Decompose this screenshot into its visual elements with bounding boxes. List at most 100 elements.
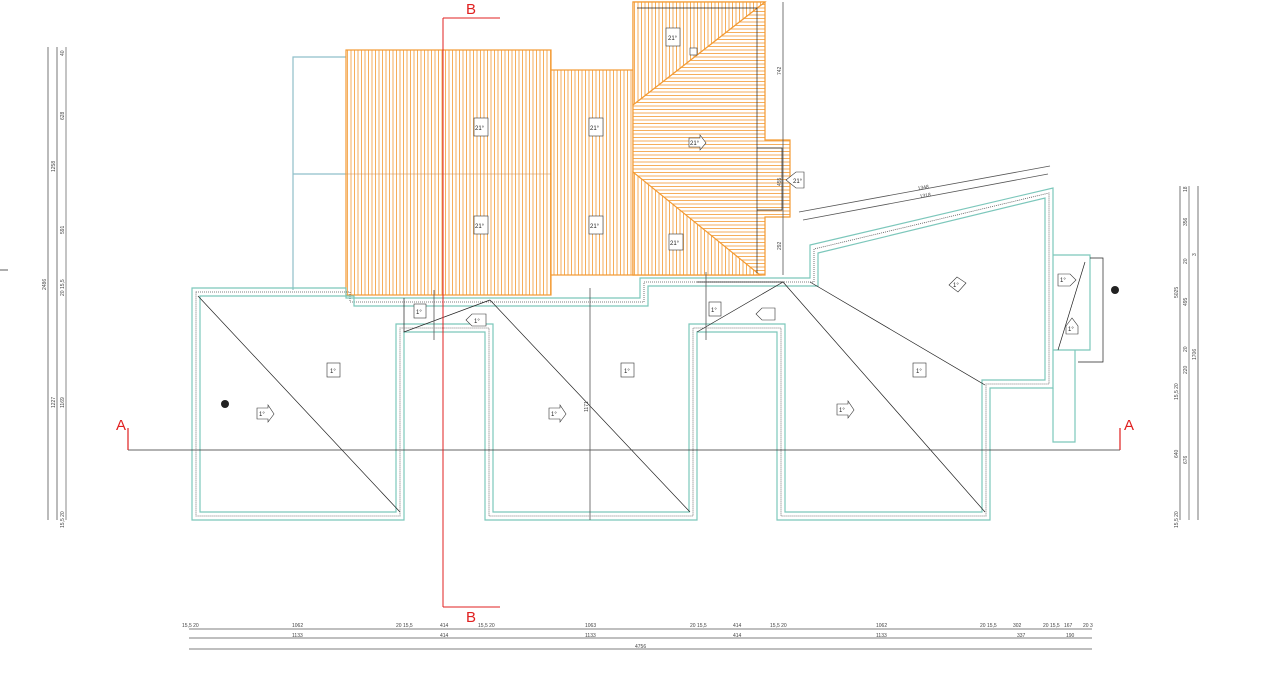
dim-label: 167 [1064,623,1073,629]
slope-label: 1° [1068,327,1074,333]
dim-label: 1133 [292,633,303,639]
section-b-label: B [466,1,476,18]
slope-arrow: 21° [588,215,604,235]
dim-label: 20 15,5 [690,623,707,629]
slope-label: 1° [953,283,959,289]
dim-label: 742 [777,66,783,75]
dim-label: 455 [777,177,783,186]
dim-label: 414 [733,623,742,629]
slope-arrow: 21° [665,27,681,47]
slope-arrow: 21° [785,171,805,189]
slope-arrow: 1° [912,362,927,378]
dim-label: 1348 [917,184,929,192]
slope-label: 1° [259,412,265,418]
dim-label: 15,5 20 [182,623,199,629]
section-b-label: B [466,609,476,626]
dim-label: 1169 [60,397,66,408]
dim-label: 1706 [1192,349,1198,360]
dim-label: 20 [1183,258,1189,264]
slope-arrow: 21° [688,134,707,151]
slope-label: 21° [690,141,700,147]
flat-roof-outline [191,187,1104,521]
slope-arrow: 21° [668,233,684,251]
dim-label: 1133 [876,633,887,639]
dim-label: 628 [60,111,66,120]
dim-label: 15,5 20 [1174,383,1180,400]
slope-arrow: 1° [413,303,427,319]
slope-label: 21° [670,241,680,247]
slope-arrow: 1° [256,404,275,423]
dim-label: 20 15,5 [980,623,997,629]
dim-label: 40 [60,50,66,56]
dim-label: 2486 [42,279,48,290]
slope-arrow: 1° [620,362,635,378]
slope-arrow: 1° [1057,273,1077,287]
dim-label: 1171 [584,401,590,412]
dim-label: 302 [1013,623,1022,629]
slope-label: 1° [416,310,422,316]
bottom-dimensions: 15,5 20 1062 20 15,5 414 15,5 20 1063 20… [182,623,1093,650]
plan-dimensions: 742 455 292 1348 1318 1171 [433,2,1051,520]
slope-label: 1° [839,408,845,414]
slope-label: 1° [916,369,922,375]
section-a-label: A [1124,417,1134,434]
slope-label: 1° [330,369,336,375]
dim-label: 15,5 20 [478,623,495,629]
slope-indicators: 21° 21° 21° 21° 21° 21° 21° 21° 1° 1° 1°… [221,27,1119,423]
dim-label: 414 [733,633,742,639]
dim-label: 337 [1017,633,1026,639]
dim-label: 495 [1183,297,1189,306]
slope-label: 21° [475,126,485,132]
annex-outline [292,56,346,290]
section-b: B B [442,1,500,626]
dim-label: 20 15,5 [1043,623,1060,629]
chimney [689,47,698,56]
dim-label: 1062 [292,623,303,629]
dim-label: 4756 [635,644,646,650]
dim-label: 1063 [585,623,596,629]
dim-label: 414 [440,633,449,639]
slope-arrow: 1° [326,362,341,378]
dim-label: 20 3 [1083,623,1093,629]
dim-label: 5025 [1174,287,1180,298]
slope-arrow: 21° [588,117,604,137]
dim-label: 356 [1183,217,1189,226]
slope-label: 21° [668,36,678,42]
section-a: A A [116,417,1134,451]
slope-label: 1° [1060,278,1066,284]
slope-arrow: 21° [473,117,489,137]
dim-label: 3 [1192,253,1198,256]
dim-label: 15,5 20 [1174,511,1180,528]
dim-label: 1062 [876,623,887,629]
slope-label: 1° [474,319,480,325]
slope-arrow: 1° [548,404,567,423]
dim-label: 292 [777,241,783,250]
dim-label: 20 [1183,346,1189,352]
pitched-roof [345,1,791,296]
dim-label: 1227 [51,397,57,408]
slope-arrow: 1° [708,301,776,321]
dim-label: 676 [1183,455,1189,464]
dim-label: 1258 [51,161,57,172]
dim-label: 1318 [919,192,931,200]
section-a-label: A [116,417,126,434]
dim-label: 220 [1183,365,1189,374]
slope-arrow: 1° [948,276,967,293]
drain-marker [221,400,229,408]
dim-label: 640 [1174,449,1180,458]
slope-label: 21° [793,179,803,185]
slope-arrow: 1° [1065,317,1079,335]
slope-label: 21° [590,126,600,132]
dim-label: 15,5 20 [60,511,66,528]
slope-label: 21° [475,224,485,230]
left-dimensions: 2486 1258 1227 40 628 591 20 15,5 1169 1… [0,47,67,528]
slope-arrow: 21° [473,215,489,235]
dim-label: 15,5 20 [770,623,787,629]
dim-label: 190 [1066,633,1075,639]
dim-label: 20 15,5 [60,279,66,296]
dim-label: 414 [440,623,449,629]
drain-marker [1111,286,1119,294]
dim-label: 1133 [585,633,596,639]
slope-label: 21° [590,224,600,230]
